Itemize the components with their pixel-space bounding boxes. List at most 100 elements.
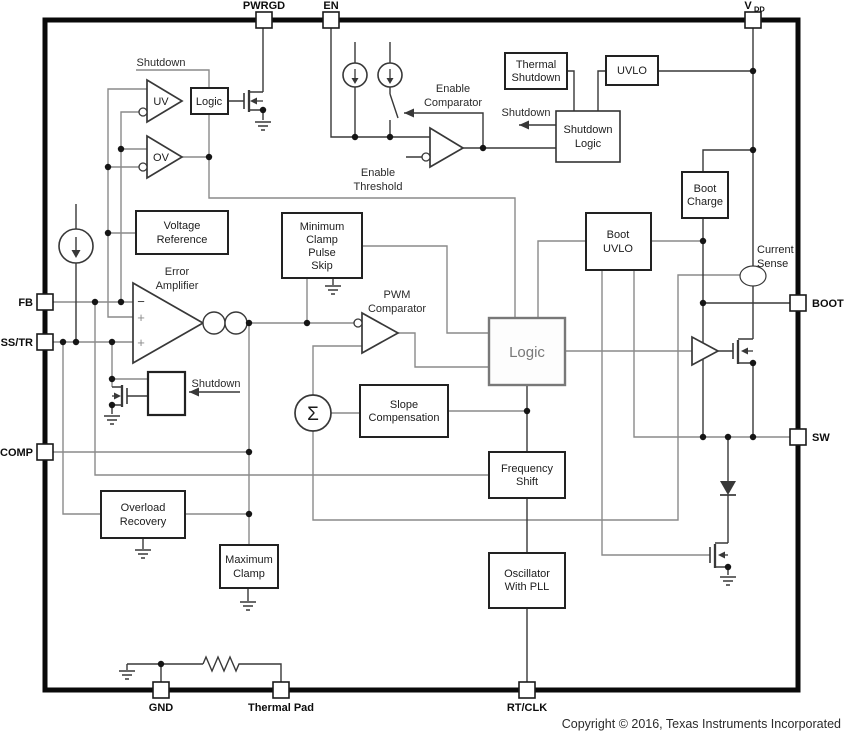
- block-label: Clamp: [233, 568, 265, 580]
- wire-segments-dark: [75, 28, 790, 682]
- block-label: Clamp: [306, 234, 338, 246]
- mosfet-lowside: [709, 544, 728, 568]
- ground-icon: [135, 549, 151, 559]
- ground-icon: [255, 121, 271, 131]
- pin-rt-clk: [518, 681, 536, 699]
- block-label: Logic: [575, 138, 602, 150]
- ground-icon: [325, 285, 341, 295]
- ground-icon: [119, 670, 135, 680]
- pwm-comparator: [353, 311, 400, 355]
- pin-thermal-pad: [272, 681, 290, 699]
- ground-icon: [720, 576, 736, 586]
- block-label: Thermal: [516, 59, 556, 71]
- pin-label-vdd: V: [744, 0, 752, 12]
- pin-pwrgd: [255, 11, 273, 29]
- pin-ss-tr: [36, 333, 54, 351]
- block-uvlo: UVLO: [605, 55, 659, 86]
- current-sense-icon: [739, 265, 767, 287]
- block-label: Charge: [687, 196, 723, 208]
- pin-label-pwrgd: PWRGD: [243, 0, 285, 12]
- current-sense-label: Current: [757, 244, 794, 256]
- block-label: Voltage: [164, 220, 201, 232]
- block-boot-charge: Boot Charge: [681, 171, 729, 219]
- ground-symbols: [104, 121, 736, 680]
- inverting-bubble-icon: [421, 152, 431, 162]
- block-label: Compensation: [369, 412, 440, 424]
- enable-comparator: [421, 126, 465, 169]
- block-label: Slope: [390, 399, 418, 411]
- mosfet-highside: [732, 340, 753, 364]
- gm-output-circle: [202, 311, 226, 335]
- pin-boot: [789, 294, 807, 312]
- wire-segments-gray: [53, 69, 790, 556]
- block-ss-shutdown: [146, 370, 187, 417]
- pin-label-thermal-pad: Thermal Pad: [248, 702, 314, 714]
- resistor-icon: [202, 655, 241, 673]
- pwm-comparator-label: PWM: [384, 289, 411, 301]
- plus-sign-ss: +: [137, 335, 145, 350]
- error-amplifier-label: Error: [165, 266, 190, 278]
- block-shutdown-logic: Shutdown Logic: [555, 110, 621, 163]
- chip-border: [42, 17, 801, 693]
- block-label: Shutdown: [512, 72, 561, 84]
- current-source-ss-icon: [58, 228, 94, 264]
- ov-comparator: OV: [138, 134, 184, 180]
- block-voltage-reference: Voltage Reference: [135, 210, 229, 255]
- junction-dots: [59, 67, 757, 668]
- uv-comparator: UV: [138, 78, 184, 124]
- block-uv-logic: Logic: [190, 87, 229, 115]
- minus-sign: −: [137, 294, 145, 309]
- block-label: Boot: [694, 183, 717, 195]
- block-maximum-clamp: Maximum Clamp: [219, 544, 279, 589]
- uv-label: UV: [153, 96, 169, 108]
- pin-label-sw: SW: [812, 432, 830, 444]
- inverting-bubble-icon: [353, 318, 363, 328]
- block-label: Shift: [516, 476, 538, 488]
- plus-sign-ref: +: [137, 310, 145, 325]
- pin-label-boot: BOOT: [812, 298, 844, 310]
- pin-label-comp: COMP: [0, 447, 33, 459]
- error-amplifier: − + +: [132, 281, 248, 365]
- block-label: Minimum: [300, 221, 345, 233]
- block-logic: Logic: [487, 316, 567, 387]
- diode-icon: [720, 481, 736, 496]
- gate-driver: [691, 335, 720, 367]
- arrowheads: [189, 108, 529, 397]
- arrowhead: [189, 387, 199, 397]
- block-label: Logic: [196, 96, 223, 108]
- gm-output-circle: [224, 311, 248, 335]
- block-label: Oscillator: [504, 568, 550, 580]
- pin-label-gnd: GND: [149, 702, 174, 714]
- block-overload-recovery: Overload Recovery: [100, 490, 186, 539]
- pin-comp: [36, 443, 54, 461]
- copyright-text: Copyright © 2016, Texas Instruments Inco…: [562, 717, 841, 731]
- arrowhead: [519, 120, 529, 130]
- ov-label: OV: [153, 152, 170, 164]
- shutdown-label-mid: Shutdown: [502, 107, 551, 119]
- block-label: Pulse: [308, 247, 336, 259]
- pins: [36, 11, 807, 699]
- block-label: UVLO: [603, 243, 633, 255]
- block-label: Maximum: [225, 554, 273, 566]
- enable-threshold-label: Enable: [361, 167, 395, 179]
- inverting-bubble-icon: [138, 107, 148, 117]
- ground-icon: [240, 601, 256, 611]
- pin-label-fb: FB: [18, 297, 33, 309]
- mosfet-pwrgd: [243, 90, 263, 112]
- block-label: Recovery: [120, 516, 167, 528]
- shutdown-label-ea: Shutdown: [192, 378, 241, 390]
- enable-threshold-label: Threshold: [354, 181, 403, 193]
- current-source-en2-icon: [377, 62, 403, 88]
- pin-label-en: EN: [323, 0, 338, 12]
- enable-comparator-label: Enable: [436, 83, 470, 95]
- block-slope-compensation: Slope Compensation: [359, 384, 449, 438]
- pin-label-ss-tr: SS/TR: [1, 337, 33, 349]
- block-label: Shutdown: [564, 124, 613, 136]
- block-label: Boot: [607, 229, 630, 241]
- enable-comparator-label: Comparator: [424, 97, 482, 109]
- pin-label-vdd-sub: DD: [754, 5, 765, 14]
- block-label: Overload: [121, 502, 166, 514]
- pin-fb: [36, 293, 54, 311]
